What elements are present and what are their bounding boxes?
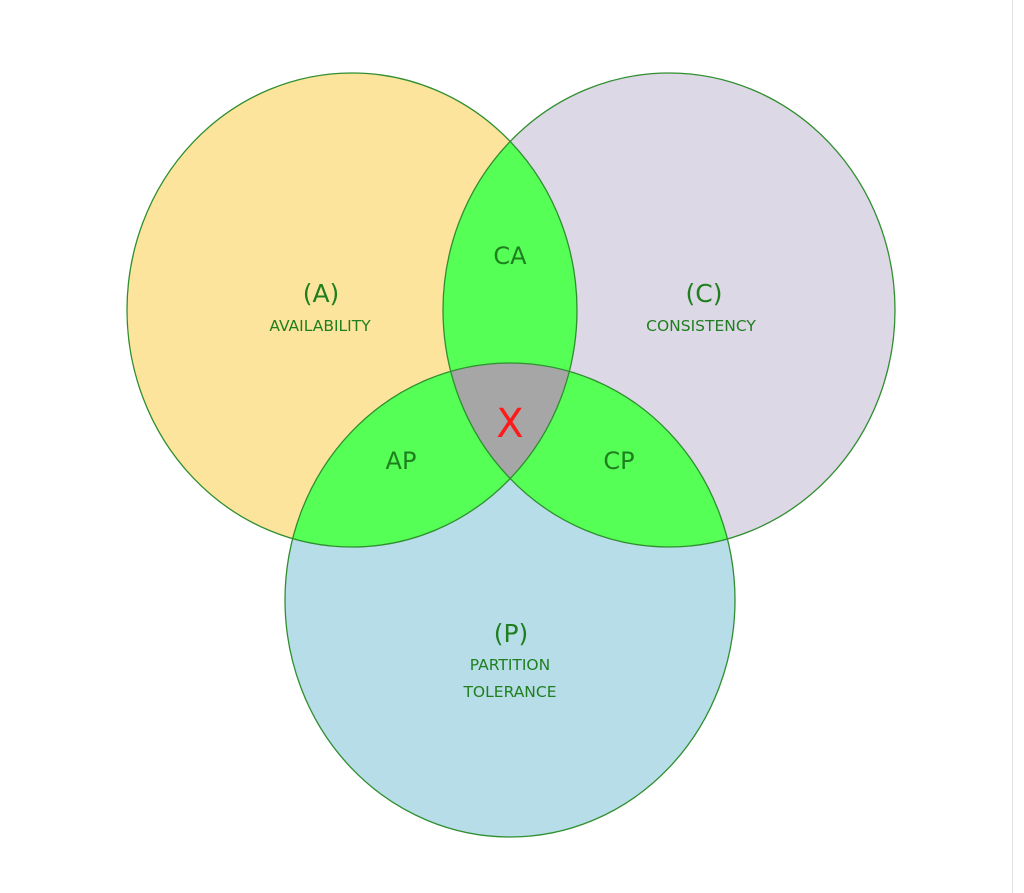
ca-label: CA	[493, 242, 527, 270]
partition-label-line1: PARTITION	[470, 656, 550, 674]
impossible-x-mark: X	[496, 401, 523, 447]
availability-label: AVAILABILITY	[269, 317, 371, 335]
ap-overlap-region	[285, 363, 577, 547]
consistency-outline	[442, 72, 896, 548]
partition-letter: (P)	[494, 619, 529, 648]
consistency-letter: (C)	[686, 279, 723, 308]
partition-outline	[284, 362, 736, 838]
partition-label-line2: TOLERANCE	[462, 683, 556, 701]
page-edge-divider	[1012, 0, 1013, 893]
cp-label: CP	[603, 447, 634, 475]
availability-outline	[126, 72, 578, 548]
consistency-label: CONSISTENCY	[646, 317, 756, 335]
availability-letter: (A)	[303, 279, 340, 308]
ap-label: AP	[386, 447, 417, 475]
cp-overlap-region	[443, 363, 735, 547]
